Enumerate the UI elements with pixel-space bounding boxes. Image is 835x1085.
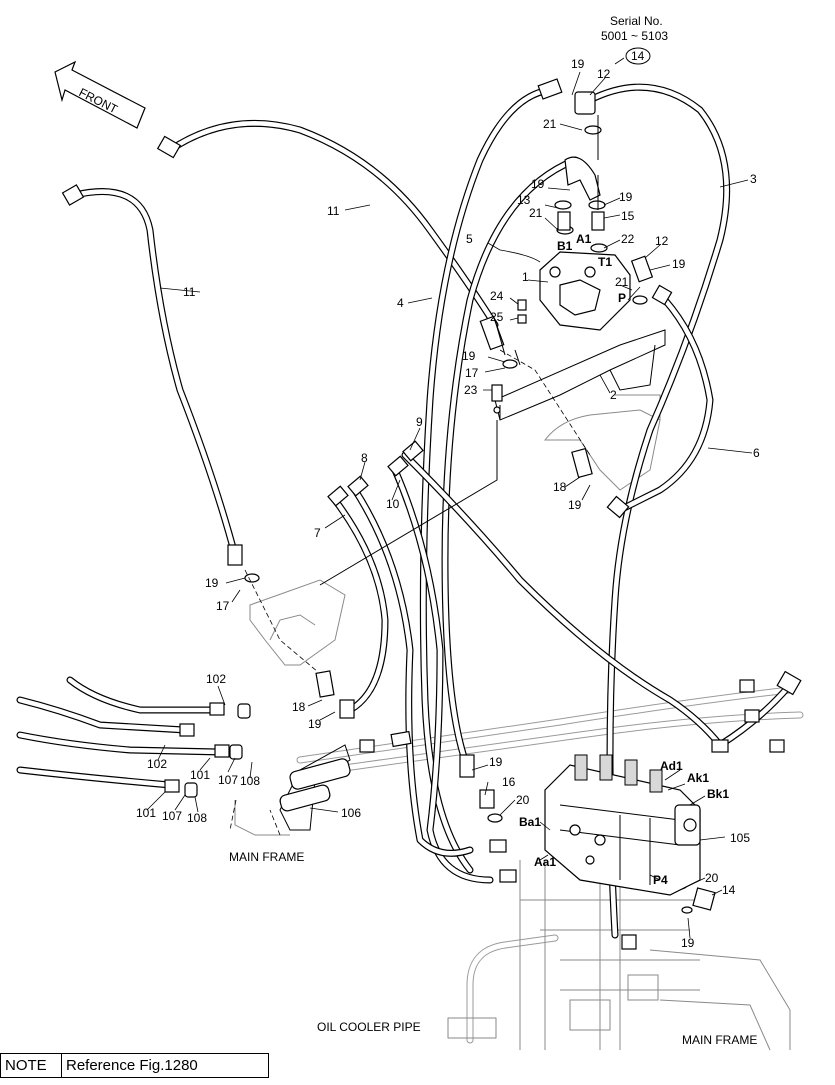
callout-12: 12 (597, 67, 611, 81)
port-b1: B1 (557, 239, 573, 253)
callout-11: 11 (327, 204, 340, 218)
front-arrow: FRONT (54, 60, 146, 129)
callout-102: 102 (206, 672, 226, 686)
front-arrow-icon (54, 60, 146, 129)
callout-106: 106 (341, 806, 361, 820)
callout-17: 17 (216, 599, 230, 613)
callout-20: 20 (516, 793, 530, 807)
port-ba1: Ba1 (519, 815, 541, 829)
callout-13: 13 (517, 193, 531, 207)
callout-21: 21 (615, 275, 629, 289)
callout-101: 101 (190, 768, 210, 782)
port-ak1: Ak1 (687, 771, 709, 785)
callout-5: 5 (466, 232, 473, 246)
callout-8: 8 (361, 451, 368, 465)
port-ad1: Ad1 (660, 759, 683, 773)
bracket-lower (249, 579, 346, 666)
note-label: NOTE (1, 1054, 62, 1077)
callout-21: 21 (543, 117, 557, 131)
callout-19: 1 (522, 270, 529, 284)
callout-16: 16 (502, 775, 516, 789)
callout-17: 17 (465, 366, 479, 380)
callout-19: 19 (619, 190, 633, 204)
callout-23: 23 (464, 383, 478, 397)
serial-header: Serial No. 5001 ~ 5103 14 (601, 14, 668, 65)
callout-108: 108 (240, 774, 260, 788)
port-a1: A1 (576, 232, 592, 246)
callout-19: 19 (681, 936, 695, 950)
callout-19: 19 (531, 177, 545, 191)
callout-numbers: 1 2 3 4 5 6 7 8 9 10 11 11 12 12 13 14 1… (136, 57, 760, 950)
callout-19: 19 (308, 717, 322, 731)
callout-12: 12 (655, 234, 669, 248)
callout-19: 19 (672, 257, 686, 271)
callout-15: 15 (621, 209, 635, 223)
callout-25: 25 (490, 310, 504, 324)
callout-105: 105 (730, 831, 750, 845)
callout-101: 101 (136, 806, 156, 820)
serial-range: 5001 ~ 5103 (601, 29, 668, 43)
callout-18: 18 (553, 480, 567, 494)
oil-cooler-pipe-drawing (296, 686, 804, 1051)
callout-19: 19 (205, 576, 219, 590)
callout-107: 107 (218, 773, 238, 787)
port-labels: B1 A1 T1 P Ad1 Ak1 Bk1 Ba1 Aa1 P4 (519, 232, 729, 887)
callout-21: 21 (529, 206, 543, 220)
port-t1: T1 (598, 255, 612, 269)
callout-9: 9 (416, 415, 423, 429)
port-p4: P4 (653, 873, 668, 887)
main-frame-left-label: MAIN FRAME (229, 850, 304, 864)
callout-19: 19 (571, 57, 585, 71)
callout-19: 19 (489, 755, 503, 769)
port-aa1: Aa1 (534, 855, 556, 869)
leader-lines (146, 57, 753, 939)
fittings (61, 78, 802, 950)
serial-ref: 14 (631, 49, 645, 63)
callout-19: 19 (462, 349, 476, 363)
main-frame-right-label: MAIN FRAME (682, 1033, 757, 1047)
section-labels: MAIN FRAME MAIN FRAME OIL COOLER PIPE (229, 850, 757, 1047)
note-box: NOTE Reference Fig.1280 (0, 1053, 269, 1078)
callout-20: 20 (705, 871, 719, 885)
control-valve (544, 754, 701, 896)
serial-ref-ellipse (625, 47, 651, 65)
note-reference: Reference Fig.1280 (66, 1057, 198, 1074)
callout-24: 24 (490, 289, 504, 303)
callout-18: 18 (292, 700, 306, 714)
callout-19: 19 (568, 498, 582, 512)
callout-7: 7 (314, 526, 321, 540)
callout-22: 22 (621, 232, 635, 246)
callout-2: 2 (610, 388, 617, 402)
port-bk1: Bk1 (707, 787, 729, 801)
callout-107: 107 (162, 809, 182, 823)
callout-11: 11 (183, 285, 196, 299)
callout-102: 102 (147, 757, 167, 771)
callout-14: 14 (722, 883, 736, 897)
port-p: P (618, 291, 626, 305)
oil-cooler-pipe-label: OIL COOLER PIPE (317, 1020, 421, 1034)
callout-3: 3 (750, 172, 757, 186)
callout-10: 10 (386, 497, 400, 511)
hose-group (16, 83, 794, 939)
serial-label: Serial No. (610, 14, 663, 28)
callout-4: 4 (397, 296, 404, 310)
valve-block (491, 156, 631, 414)
bracket-upper (494, 329, 666, 491)
callout-108: 108 (187, 811, 207, 825)
callout-6: 6 (753, 446, 760, 460)
